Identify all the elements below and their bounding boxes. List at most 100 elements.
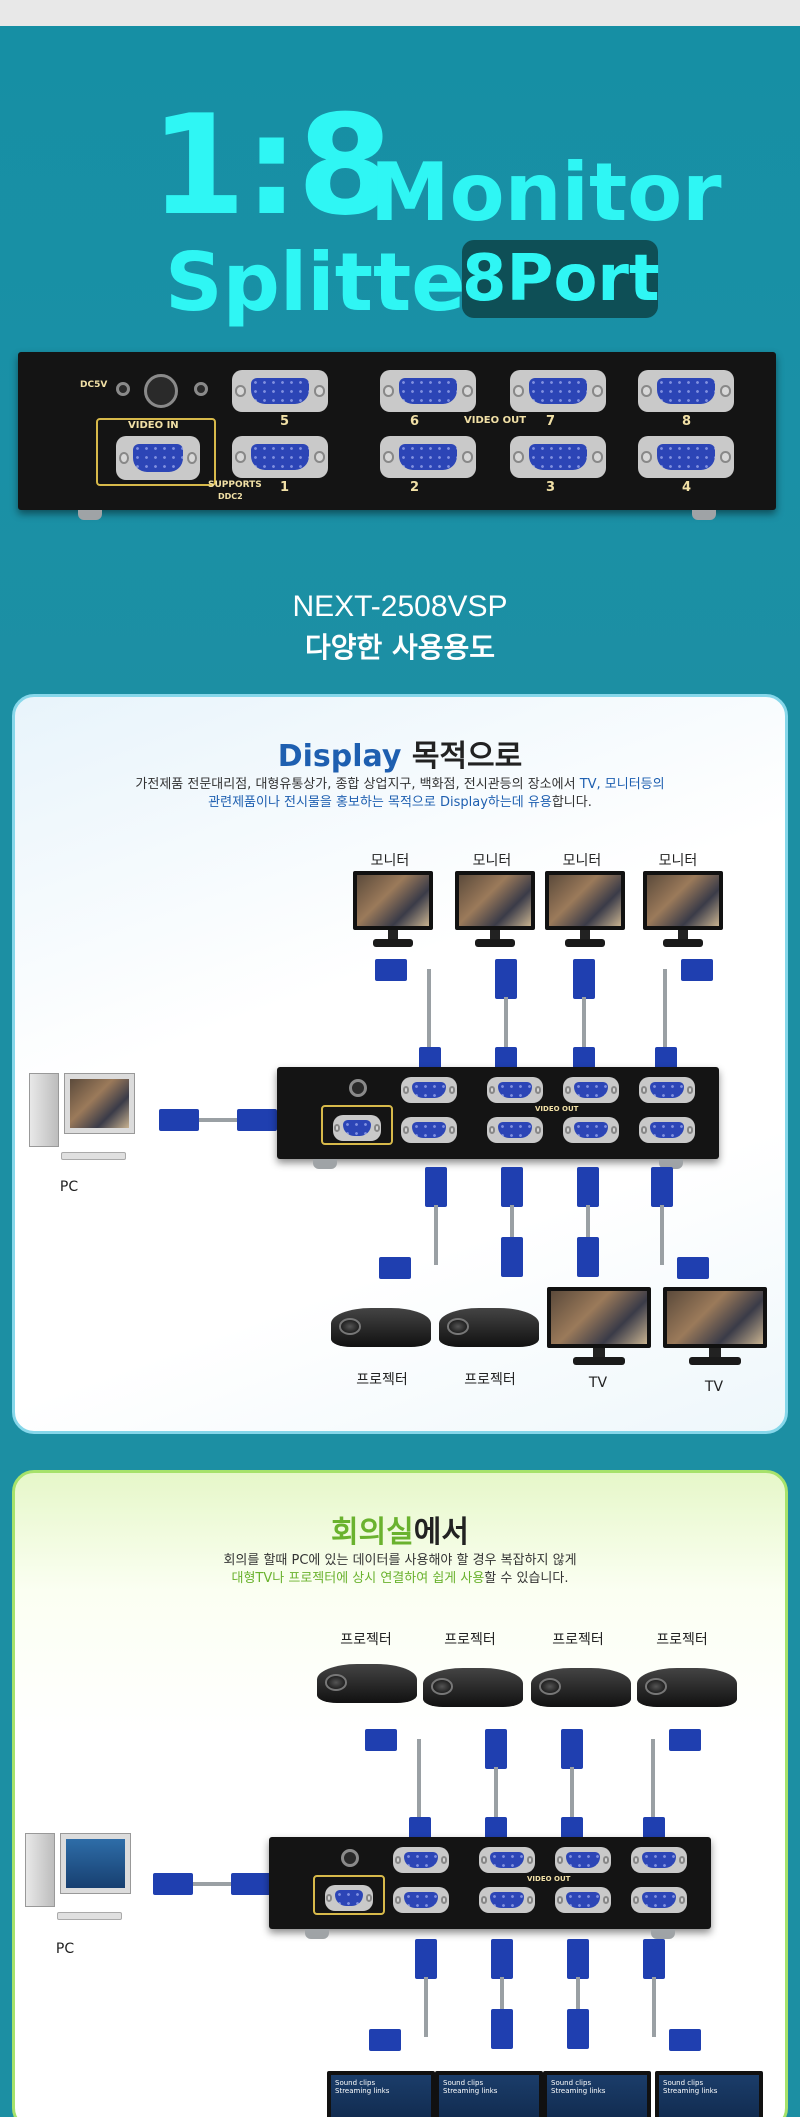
monitor-image xyxy=(455,871,535,947)
vga-cable xyxy=(491,2009,513,2049)
vga-cable-wire xyxy=(663,969,667,1049)
projector-label: 프로젝터 xyxy=(656,1632,708,1648)
pc-label: PC xyxy=(55,1941,75,1957)
vga-port-5 xyxy=(232,370,328,412)
hero-title-line1: 1:8 Monitor xyxy=(150,96,722,240)
model-name: NEXT-2508VSP xyxy=(292,590,508,623)
device-foot xyxy=(692,510,716,520)
supports-label: SUPPORTS xyxy=(208,480,262,490)
monitor-image xyxy=(643,871,723,947)
pc-label: PC xyxy=(59,1179,79,1195)
video-in-frame xyxy=(96,418,216,486)
hero-title-splitter: Splitter xyxy=(165,236,505,329)
vga-cable-wire xyxy=(417,1739,421,1819)
vga-port-8 xyxy=(638,370,734,412)
vga-cable xyxy=(369,2029,401,2051)
vga-port-2 xyxy=(479,1887,535,1913)
vga-cable-wire xyxy=(494,1767,498,1819)
monitor-image xyxy=(353,871,433,947)
top-bar xyxy=(0,0,800,26)
vga-cable-wire xyxy=(651,1739,655,1819)
monitor-image xyxy=(545,871,625,947)
led-indicator xyxy=(116,382,130,396)
led-indicator xyxy=(194,382,208,396)
port-number: 8 xyxy=(682,414,692,429)
vga-port-3 xyxy=(555,1887,611,1913)
screen-item: Streaming links xyxy=(551,2087,606,2095)
dc-jack xyxy=(144,374,178,408)
vga-cable-wire xyxy=(576,1977,580,2017)
vga-port-6 xyxy=(487,1077,543,1103)
vga-cable xyxy=(567,2009,589,2049)
projector-label: 프로젝터 xyxy=(340,1632,392,1648)
projector-image xyxy=(331,1297,431,1353)
projector-image xyxy=(531,1657,631,1713)
display-title-accent: Display xyxy=(277,739,402,774)
desc-highlight: TV, 모니터등의 xyxy=(579,777,665,792)
vga-port-8 xyxy=(631,1847,687,1873)
monitor-label: 모니터 xyxy=(370,853,410,869)
vga-cable xyxy=(159,1109,199,1131)
vga-cable-wire xyxy=(510,1205,514,1245)
vga-cable xyxy=(231,1873,271,1895)
projector-label: 프로젝터 xyxy=(356,1372,408,1388)
vga-cable xyxy=(365,1729,397,1751)
vga-port-8 xyxy=(639,1077,695,1103)
vga-cable xyxy=(495,959,517,999)
vga-port-input xyxy=(116,436,200,480)
vga-port-2 xyxy=(380,436,476,478)
display-description-line2: 관련제품이나 전시물을 홍보하는 목적으로 Display하는데 유용합니다. xyxy=(15,791,785,810)
screen-item: Sound clips xyxy=(443,2079,484,2087)
projector-image xyxy=(439,1297,539,1353)
dc-jack xyxy=(341,1849,359,1867)
vga-port-7 xyxy=(510,370,606,412)
vga-port-4 xyxy=(638,436,734,478)
vga-cable xyxy=(567,1939,589,1979)
display-panel-title: Display 목적으로 xyxy=(15,731,785,775)
vga-cable-wire xyxy=(434,1205,438,1265)
port-number: 4 xyxy=(682,480,692,495)
vga-cable xyxy=(501,1237,523,1277)
video-in-frame xyxy=(313,1875,385,1915)
meeting-title-accent: 회의실 xyxy=(330,1515,414,1550)
vga-cable-wire xyxy=(500,1977,504,2017)
vga-cable xyxy=(681,959,713,981)
video-in-frame xyxy=(321,1105,393,1145)
vga-port-3 xyxy=(510,436,606,478)
vga-cable xyxy=(379,1257,411,1279)
projector-label: 프로젝터 xyxy=(464,1372,516,1388)
port-number: 1 xyxy=(280,480,290,495)
port-number: 5 xyxy=(280,414,290,429)
monitor-label: 모니터 xyxy=(562,853,602,869)
vga-cable xyxy=(485,1729,507,1769)
vga-cable-wire xyxy=(424,1977,428,2037)
port-number: 6 xyxy=(410,414,420,429)
desc-text: 가전제품 전문대리점, 대형유통상가, 종합 상업지구, 백화점, 전시관등의 … xyxy=(135,777,580,792)
port-number: 2 xyxy=(410,480,420,495)
vga-port-3 xyxy=(563,1117,619,1143)
splitter-device: VIDEO OUT xyxy=(277,1067,719,1169)
display-description-line1: 가전제품 전문대리점, 대형유통상가, 종합 상업지구, 백화점, 전시관등의 … xyxy=(15,773,785,792)
vga-port-2 xyxy=(487,1117,543,1143)
desc-highlight: 대형TV나 프로젝터에 상시 연결하여 쉽게 사용 xyxy=(231,1571,485,1586)
vga-port-5 xyxy=(393,1847,449,1873)
display-title-rest: 목적으로 xyxy=(401,739,523,774)
vga-port-1 xyxy=(393,1887,449,1913)
desc-text: 합니다. xyxy=(551,795,592,810)
monitor-label: 모니터 xyxy=(472,853,512,869)
video-out-label: VIDEO OUT xyxy=(527,1875,571,1883)
splitter-device-large: DC5V VIDEO IN 5 6 VIDEO OUT 7 8 SUPPORTS… xyxy=(18,352,776,520)
vga-cable xyxy=(375,959,407,981)
vga-cable xyxy=(491,1939,513,1979)
vga-cable xyxy=(573,959,595,999)
vga-cable-wire xyxy=(652,1977,656,2037)
video-in-label: VIDEO IN xyxy=(128,420,179,431)
projector-image xyxy=(637,1657,737,1713)
hero-section: 1:8 Monitor Splitter 8Port DC5V VIDEO IN… xyxy=(0,26,800,706)
vga-cable-wire xyxy=(193,1882,231,1886)
vga-cable-wire xyxy=(504,997,508,1049)
tv-label: TV xyxy=(704,1379,724,1395)
hero-title-monitor: Monitor xyxy=(370,146,722,239)
